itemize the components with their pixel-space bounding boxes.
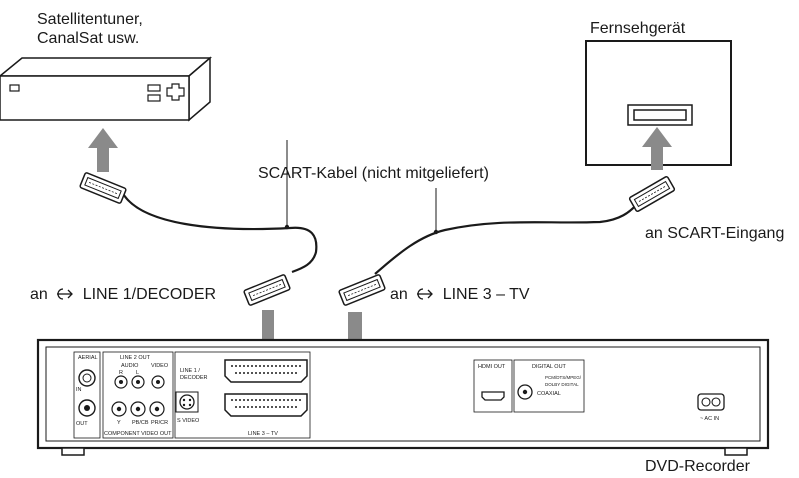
satellite-tuner-label-line2: CanalSat usw.	[37, 30, 140, 47]
component-video-out-label: COMPONENT VIDEO OUT	[104, 431, 172, 437]
scart-input-label: an SCART-Eingang	[645, 225, 785, 242]
s-video-jack	[175, 391, 199, 413]
component-y-jack	[111, 401, 127, 417]
satellite-tuner-device	[0, 56, 213, 122]
component-y-label: Y	[117, 420, 121, 426]
line1-decoder-scart-socket	[224, 359, 308, 383]
line1-decoder-label-b: DECODER	[180, 375, 208, 381]
line1-decoder-label-a: LINE 1 /	[180, 368, 200, 374]
coaxial-label: COAXIAL	[537, 391, 561, 397]
scart-cable-1	[121, 140, 318, 274]
component-pb-label: PB/CB	[132, 420, 149, 426]
input-arrow-icon	[57, 288, 74, 300]
line2-audio-l-jack	[131, 375, 145, 389]
aerial-in-jack	[78, 369, 96, 387]
tv-label: Fernsehgerät	[590, 20, 686, 37]
arrow-to-tv	[642, 127, 672, 170]
aerial-label: AERIAL	[78, 355, 98, 361]
hdmi-out-port	[481, 391, 505, 401]
component-pb-jack	[130, 401, 146, 417]
aerial-out-label: OUT	[76, 421, 88, 427]
audio-r-label: R	[119, 370, 123, 376]
scart-plug-tv	[628, 176, 676, 212]
audio-label: AUDIO	[121, 363, 139, 369]
scart-plug-satellite	[79, 172, 127, 204]
component-pr-jack	[149, 401, 165, 417]
line2-video-jack	[151, 375, 165, 389]
line3-connection-label: an LINE 3 – TV	[390, 285, 530, 304]
satellite-tuner-label-line1: Satellitentuner,	[37, 11, 143, 28]
dvd-recorder-rear-panel: AERIAL IN OUT LINE 2 OUT AUDIO R L VIDEO…	[36, 338, 770, 456]
s-video-label: S VIDEO	[177, 418, 200, 424]
dvd-recorder-label: DVD-Recorder	[645, 458, 750, 475]
scart-cable-2	[374, 188, 638, 275]
input-arrow-icon	[417, 288, 434, 300]
ac-in-socket	[697, 393, 725, 411]
hdmi-out-label: HDMI OUT	[478, 364, 506, 370]
line1-prefix: an	[30, 286, 48, 303]
line3-prefix: an	[390, 286, 408, 303]
line1-connection-label: an LINE 1/DECODER	[30, 285, 216, 304]
arrow-to-satellite-tuner	[88, 128, 118, 172]
component-pr-label: PR/CR	[151, 420, 168, 426]
aerial-in-label: IN	[76, 387, 82, 393]
line3-suffix: LINE 3 – TV	[442, 286, 530, 303]
ac-in-label: ~ AC IN	[700, 416, 719, 422]
video-label: VIDEO	[151, 363, 169, 369]
line2-audio-r-jack	[114, 375, 128, 389]
digital-out-label: DIGITAL OUT	[532, 364, 567, 370]
line2-out-label: LINE 2 OUT	[120, 355, 151, 361]
scart-plug-line1	[243, 274, 291, 306]
coaxial-digital-out-jack	[517, 384, 533, 400]
scart-plug-line3	[338, 274, 386, 306]
line1-suffix: LINE 1/DECODER	[82, 286, 217, 303]
line3-tv-scart-socket	[224, 393, 308, 417]
pcm-info-label-a: PCM/DTS/MPEG/	[545, 375, 582, 380]
scart-cable-label: SCART-Kabel (nicht mitgeliefert)	[258, 165, 489, 182]
pcm-info-label-b: DOLBY DIGITAL	[545, 382, 579, 387]
aerial-out-jack	[78, 399, 96, 417]
audio-l-label: L	[136, 370, 139, 376]
line3-tv-panel-label: LINE 3 – TV	[248, 431, 278, 437]
